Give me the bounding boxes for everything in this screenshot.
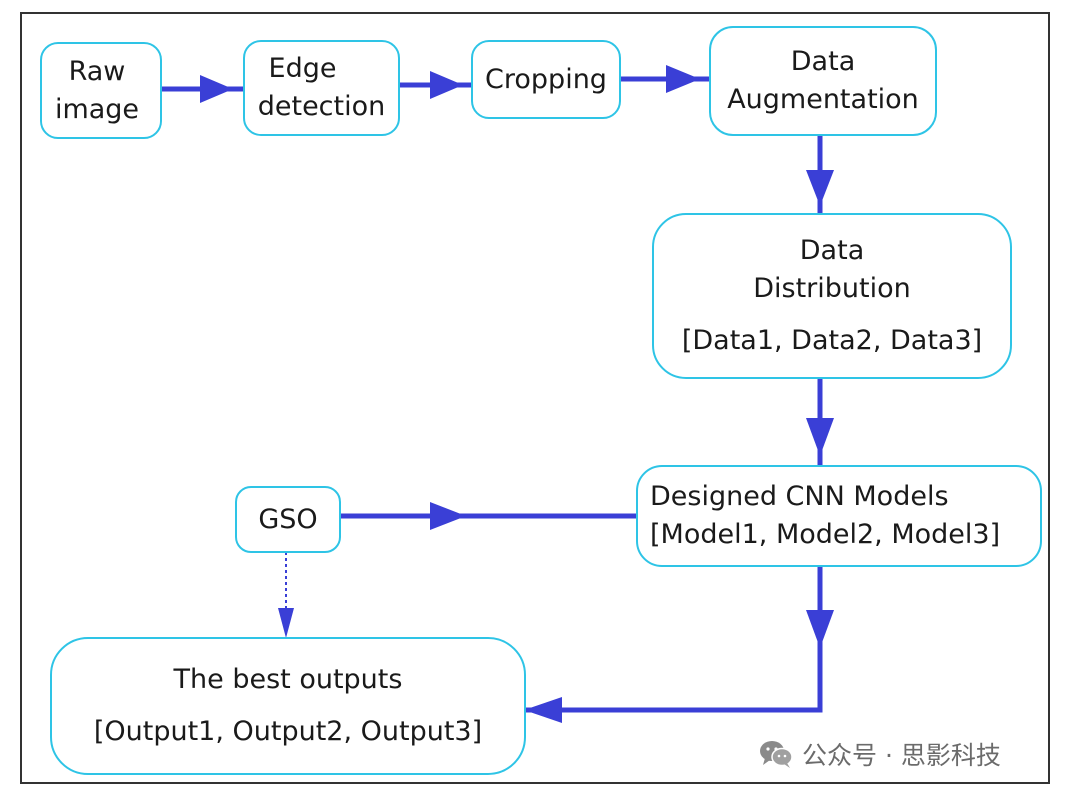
- node-cnn-models-line2: [Model1, Model2, Model3]: [650, 519, 1001, 550]
- watermark: 公众号 · 思影科技: [758, 736, 1001, 772]
- node-data-distribution: Data Distribution [Data1, Data2, Data3]: [652, 213, 1012, 379]
- arrow-distribution-to-cnn: [806, 377, 834, 465]
- node-cropping: Cropping: [471, 40, 621, 119]
- node-best-outputs-title: The best outputs: [173, 664, 403, 695]
- node-edge-detection-line1: Edge: [268, 53, 337, 84]
- node-cropping-label: Cropping: [485, 63, 607, 95]
- node-cnn-models-line1: Designed CNN Models: [650, 481, 949, 512]
- node-data-distribution-items: [Data1, Data2, Data3]: [681, 325, 983, 356]
- node-raw-image-line2: image: [54, 93, 140, 125]
- arrow-cropping-to-augmentation: [620, 65, 710, 93]
- watermark-text: 公众号 · 思影科技: [802, 741, 1001, 770]
- node-edge-detection-line2: detection: [257, 91, 386, 122]
- node-gso-label: GSO: [258, 503, 318, 535]
- diagram-frame: [20, 12, 1050, 784]
- arrow-edge-to-cropping: [398, 71, 472, 99]
- node-data-augmentation-line2: Augmentation: [727, 84, 919, 115]
- wechat-icon: [758, 739, 794, 769]
- node-best-outputs: The best outputs [Output1, Output2, Outp…: [50, 637, 526, 775]
- node-edge-detection: Edge detection: [243, 40, 400, 136]
- arrow-gso-to-outputs: [278, 552, 294, 638]
- node-raw-image: Raw image: [40, 42, 162, 139]
- node-data-augmentation-line1: Data: [790, 46, 856, 77]
- node-data-augmentation: Data Augmentation: [709, 26, 937, 136]
- node-best-outputs-items: [Output1, Output2, Output3]: [93, 716, 483, 747]
- arrow-augmentation-to-distribution: [806, 135, 834, 214]
- node-raw-image-line1: Raw: [68, 55, 126, 87]
- node-gso: GSO: [235, 486, 341, 553]
- arrow-gso-cnn-link: [340, 502, 637, 530]
- arrow-raw-to-edge: [160, 75, 243, 103]
- node-data-distribution-line2: Distribution: [753, 273, 911, 304]
- node-data-distribution-line1: Data: [799, 235, 865, 266]
- node-cnn-models: Designed CNN Models [Model1, Model2, Mod…: [636, 465, 1042, 567]
- arrow-cnn-to-outputs: [524, 565, 834, 723]
